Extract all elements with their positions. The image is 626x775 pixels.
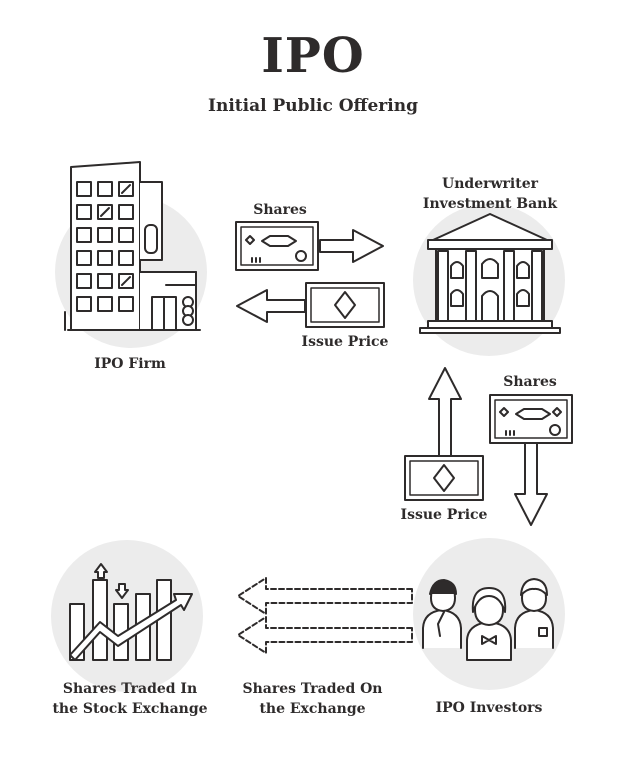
ipo-firm-label: IPO Firm [94,356,166,372]
people-group-icon [413,538,565,690]
stock-exchange-label-line2: the Stock Exchange [52,701,208,717]
shares-flow-label: Shares [253,202,307,218]
shares-flow-label-2: Shares [503,374,557,390]
underwriter-label: Underwriter Investment Bank [400,174,580,214]
traded-label-line1: Shares Traded On [242,681,383,697]
traded-on-exchange-label: Shares Traded On the Exchange [225,679,400,719]
issue-price-up-arrow-icon [428,367,462,457]
stock-exchange-label: Shares Traded In the Stock Exchange [40,679,220,719]
page-title: IPO [261,28,365,84]
traded-dashed-arrow-icon [237,616,413,654]
shares-right-arrow-icon [319,229,384,263]
underwriter-label-line2: Investment Bank [422,196,558,212]
bank-building-icon [413,204,565,356]
office-building-icon [55,161,207,348]
shares-down-arrow-icon [514,442,548,526]
stock-exchange-label-line1: Shares Traded In [62,681,198,697]
traded-label-line2: the Exchange [259,701,366,717]
underwriter-label-line1: Underwriter [442,176,538,192]
banknote-icon [404,455,484,501]
traded-dashed-arrow-icon [237,577,413,615]
banknote-icon [305,282,385,328]
issue-price-flow-label-2: Issue Price [400,507,488,523]
rising-chart-icon [51,540,203,692]
ipo-investors-label: IPO Investors [435,700,543,716]
banknote-icon [489,394,573,444]
banknote-icon [235,221,319,271]
issue-price-flow-label: Issue Price [301,334,389,350]
issue-price-left-arrow-icon [236,289,306,323]
page-subtitle: Initial Public Offering [208,96,418,116]
